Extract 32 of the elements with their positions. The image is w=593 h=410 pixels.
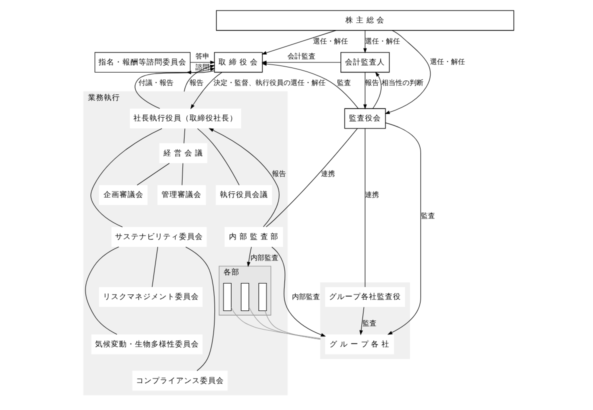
node-box bbox=[258, 282, 267, 312]
arrow bbox=[190, 72, 222, 110]
connector bbox=[152, 246, 158, 288]
arrow bbox=[363, 72, 367, 110]
arrow bbox=[262, 30, 336, 54]
connector bbox=[248, 306, 321, 340]
arrow bbox=[385, 122, 421, 335]
connector bbox=[185, 246, 216, 372]
arrow bbox=[190, 60, 216, 64]
connector bbox=[182, 162, 184, 186]
node-box bbox=[240, 282, 250, 312]
arrow bbox=[272, 246, 326, 337]
connector bbox=[90, 128, 162, 228]
arrow bbox=[363, 30, 367, 54]
arrow bbox=[372, 72, 382, 109]
arrow bbox=[359, 306, 364, 336]
connector bbox=[197, 128, 240, 186]
arrow bbox=[186, 70, 215, 74]
connector bbox=[136, 162, 170, 186]
connector bbox=[266, 128, 358, 228]
connector bbox=[184, 128, 186, 144]
connector bbox=[85, 246, 120, 335]
arrow bbox=[384, 30, 431, 114]
node-box bbox=[223, 282, 232, 312]
arrow bbox=[134, 68, 216, 109]
connector bbox=[264, 310, 321, 340]
arrow bbox=[208, 128, 280, 228]
arrow bbox=[262, 60, 342, 64]
connector bbox=[231, 307, 321, 339]
arrow bbox=[246, 246, 252, 267]
connector bbox=[364, 128, 366, 288]
arrow bbox=[184, 64, 216, 92]
